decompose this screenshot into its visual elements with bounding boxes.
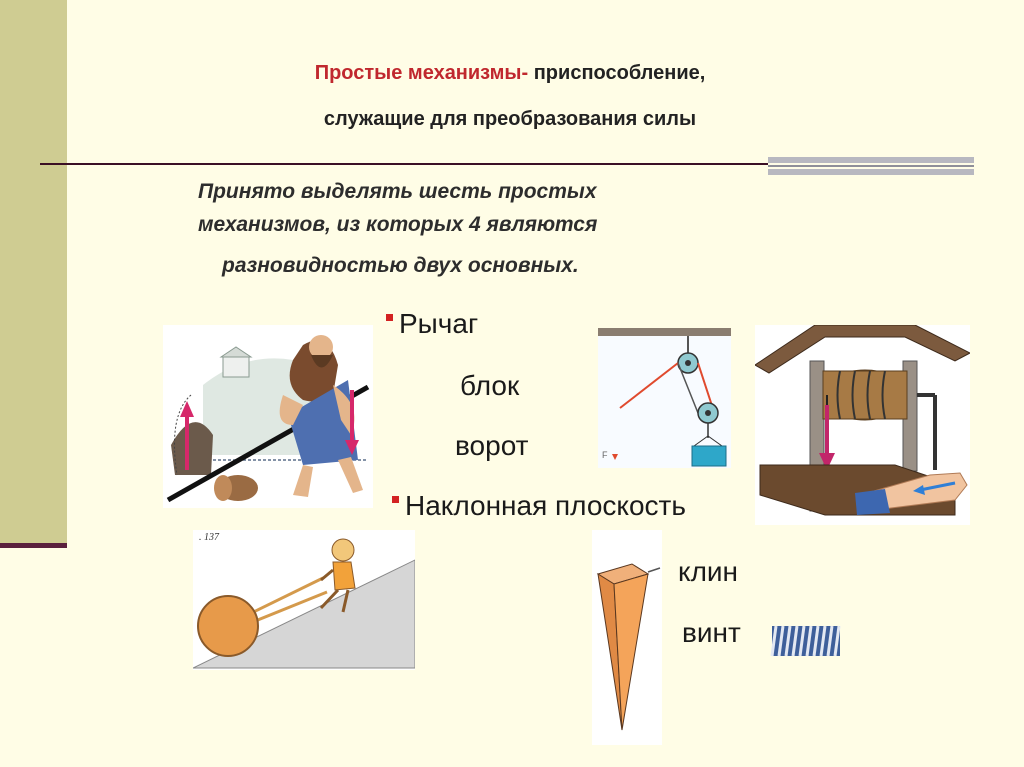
- intro-line-3: разновидностью двух основных.: [222, 254, 579, 277]
- page-title-line-1: Простые механизмы- приспособление,: [200, 62, 820, 85]
- screw-illustration: [770, 620, 842, 662]
- intro-line-2: механизмов, из которых 4 являются: [198, 213, 598, 236]
- item-wedge: клин: [678, 556, 739, 587]
- wedge-illustration: [592, 530, 662, 745]
- title-highlight: Простые механизмы-: [314, 62, 529, 84]
- page-title-line-2: служащие для преобразования силы: [323, 108, 697, 130]
- title-divider-accent: [768, 157, 974, 177]
- pulley-illustration: F: [598, 328, 731, 468]
- bullet-icon: [386, 314, 393, 321]
- item-lever: Рычаг: [386, 308, 478, 340]
- svg-text:F: F: [602, 450, 608, 460]
- item-screw: винт: [682, 617, 741, 648]
- left-band-underline: [0, 543, 67, 548]
- title-rest: приспособление,: [528, 62, 706, 84]
- well-winch-illustration: [755, 325, 970, 525]
- item-pulley: блок: [460, 370, 520, 401]
- inclined-plane-illustration: . 137: [193, 530, 415, 670]
- item-lever-label: Рычаг: [399, 308, 479, 339]
- item-winch: ворот: [455, 430, 529, 461]
- left-decorative-band: [0, 0, 67, 548]
- lever-illustration: [163, 325, 373, 508]
- item-inclined-plane: Наклонная плоскость: [392, 490, 686, 522]
- intro-line-1: Принято выделять шесть простых: [198, 180, 597, 203]
- figure-number: . 137: [199, 532, 220, 543]
- item-inclined-plane-label: Наклонная плоскость: [405, 490, 686, 521]
- bullet-icon: [392, 496, 399, 503]
- title-divider: [40, 163, 768, 165]
